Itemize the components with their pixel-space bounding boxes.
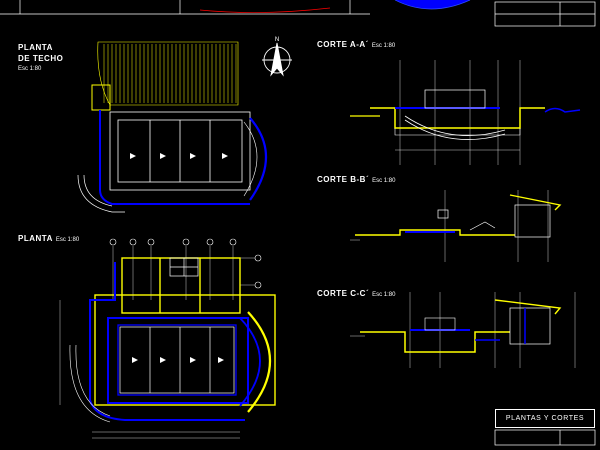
section-bb-drawing bbox=[350, 190, 562, 262]
roof-plan-title-line2: DE TECHO bbox=[18, 54, 64, 63]
floor-plan-scale: Esc 1:80 bbox=[55, 237, 80, 243]
roof-hatch bbox=[97, 41, 239, 106]
top-sheet-strip bbox=[0, 0, 596, 27]
section-aa-scale: Esc 1:80 bbox=[371, 43, 396, 49]
north-label: N bbox=[275, 37, 279, 43]
floor-plan-title: PLANTA bbox=[18, 234, 53, 243]
sheet-title: PLANTAS Y CORTES bbox=[505, 415, 585, 422]
section-cc-title: CORTE C-C´ bbox=[317, 289, 370, 298]
roof-plan-title: PLANTA DE TECHO Esc 1:80 bbox=[18, 42, 63, 75]
section-bb-title-wrap: CORTE B-B´Esc 1:80 bbox=[317, 175, 395, 184]
section-aa-title: CORTE A-A´ bbox=[317, 40, 369, 49]
north-arrow-icon bbox=[262, 42, 292, 77]
section-aa-title-wrap: CORTE A-A´Esc 1:80 bbox=[317, 40, 395, 49]
section-cc-scale: Esc 1:80 bbox=[372, 292, 396, 298]
section-cc-title-wrap: CORTE C-C´Esc 1:80 bbox=[317, 289, 395, 298]
section-aa-drawing bbox=[350, 60, 581, 165]
roof-plan-scale: Esc 1:80 bbox=[18, 66, 42, 72]
roof-plan-title-line1: PLANTA bbox=[18, 43, 53, 52]
sheet-title-box: PLANTAS Y CORTES bbox=[495, 409, 595, 428]
section-bb-scale: Esc 1:80 bbox=[372, 178, 396, 184]
roof-plan-drawing bbox=[77, 41, 268, 213]
title-block-frame bbox=[494, 429, 596, 446]
floor-plan-drawing bbox=[59, 238, 276, 439]
section-bb-title: CORTE B-B´ bbox=[317, 175, 370, 184]
section-cc-drawing bbox=[350, 292, 576, 368]
